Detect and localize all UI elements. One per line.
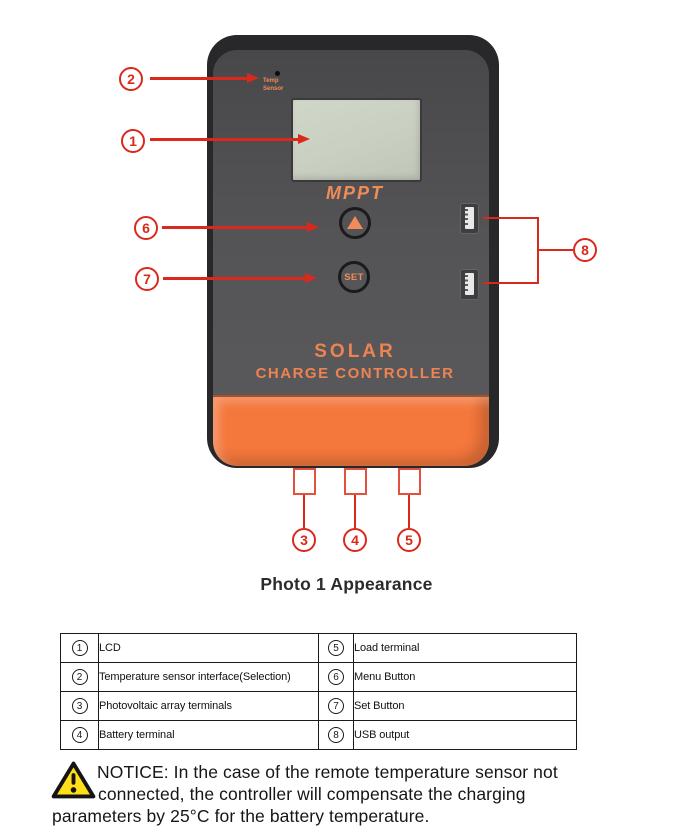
- legend-num-cell: 6: [318, 662, 354, 692]
- callout-4-circle: 4: [343, 528, 367, 552]
- menu-button: [339, 207, 371, 239]
- callout-1-arrowhead: [298, 134, 310, 144]
- set-button: SET: [338, 261, 370, 293]
- callout-2-arrow-line: [150, 77, 247, 80]
- legend-label-cell: Load terminal: [353, 633, 577, 663]
- mppt-label: MPPT: [325, 183, 384, 203]
- charge-controller-illustration: Temp Sensor MPPT SET SOLAR CHARGE CONTRO…: [207, 35, 499, 468]
- callout-8-circle: 8: [573, 238, 597, 262]
- terminal-box-load: [398, 468, 421, 495]
- up-arrow-icon: [347, 215, 363, 229]
- legend-row-4: 4 Battery terminal 8 USB output: [60, 720, 577, 750]
- circled-number: 1: [71, 640, 88, 656]
- circled-number: 8: [328, 727, 344, 743]
- legend-num-cell: 4: [60, 720, 99, 750]
- callout-5-connector-line: [408, 495, 410, 528]
- legend-row-1: 1 LCD 5 Load terminal: [60, 633, 577, 663]
- usb-tongue: [465, 207, 474, 229]
- callout-6-arrow-line: [162, 226, 307, 229]
- notice-text-line2: connected, the controller will compensat…: [98, 784, 526, 804]
- temp-sensor-dot: [275, 71, 280, 76]
- legend-row-3: 3 Photovoltaic array terminals 7 Set But…: [60, 691, 577, 721]
- circled-number: 6: [328, 669, 344, 685]
- legend-label-cell: Menu Button: [353, 662, 577, 692]
- callout-3-connector-line: [303, 495, 305, 528]
- notice-text-line1: NOTICE: In the case of the remote temper…: [97, 762, 558, 782]
- circled-number: 7: [328, 698, 344, 714]
- circled-number: 5: [328, 640, 344, 656]
- usb-tongue: [465, 273, 474, 295]
- legend-label-cell: LCD: [98, 633, 319, 663]
- legend-num-cell: 1: [60, 633, 99, 663]
- callout-2-circle: 2: [119, 67, 143, 91]
- callout-2-arrowhead: [247, 73, 259, 83]
- callout-1-arrow-line: [150, 138, 298, 141]
- legend-label-cell: Battery terminal: [98, 720, 319, 750]
- device-front-face: Temp Sensor MPPT SET SOLAR CHARGE CONTRO…: [213, 50, 489, 466]
- terminal-box-battery: [344, 468, 367, 495]
- legend-num-cell: 8: [318, 720, 354, 750]
- legend-num-cell: 3: [60, 691, 99, 721]
- circled-number: 2: [71, 669, 88, 685]
- brand-line-charge-controller: CHARGE CONTROLLER: [255, 365, 455, 382]
- circled-number: 4: [71, 727, 88, 743]
- callout-7-arrow-line: [163, 277, 305, 280]
- callout-7-arrowhead: [305, 273, 317, 283]
- photo-caption: Photo 1 Appearance: [260, 574, 433, 594]
- warning-icon: [51, 761, 96, 799]
- legend-label-cell: Photovoltaic array terminals: [98, 691, 319, 721]
- usb-port-top-icon: [460, 203, 479, 234]
- legend-num-cell: 2: [60, 662, 99, 692]
- callout-7-circle: 7: [135, 267, 159, 291]
- callout-8-line-vertical: [537, 217, 539, 284]
- legend-table: 1 LCD 5 Load terminal 2 Temperature sens…: [60, 633, 577, 750]
- brand-line-solar: SOLAR: [314, 341, 396, 362]
- orange-terminal-cover: [213, 395, 489, 466]
- temp-sensor-label: Temp Sensor: [263, 78, 284, 92]
- callout-8-line-bottom: [483, 282, 539, 284]
- legend-label-cell: Temperature sensor interface(Selection): [98, 662, 319, 692]
- circled-number: 3: [71, 698, 88, 714]
- terminal-box-pv: [293, 468, 316, 495]
- legend-label-cell: Set Button: [353, 691, 577, 721]
- legend-num-cell: 7: [318, 691, 354, 721]
- callout-5-circle: 5: [397, 528, 421, 552]
- notice-text-line3: parameters by 25°C for the battery tempe…: [52, 806, 430, 826]
- legend-label-cell: USB output: [353, 720, 577, 750]
- usb-pins: [465, 275, 468, 293]
- legend-num-cell: 5: [318, 633, 354, 663]
- callout-3-circle: 3: [292, 528, 316, 552]
- lcd-screen: [291, 98, 422, 182]
- callout-6-circle: 6: [134, 216, 158, 240]
- callout-8-line-stub: [539, 249, 573, 251]
- callout-4-connector-line: [354, 495, 356, 528]
- callout-8-line-top: [483, 217, 539, 219]
- callout-6-arrowhead: [307, 222, 319, 232]
- legend-row-2: 2 Temperature sensor interface(Selection…: [60, 662, 577, 692]
- usb-pins: [465, 209, 468, 227]
- callout-1-circle: 1: [121, 129, 145, 153]
- usb-port-bottom-icon: [460, 269, 479, 300]
- set-button-label: SET: [344, 271, 364, 283]
